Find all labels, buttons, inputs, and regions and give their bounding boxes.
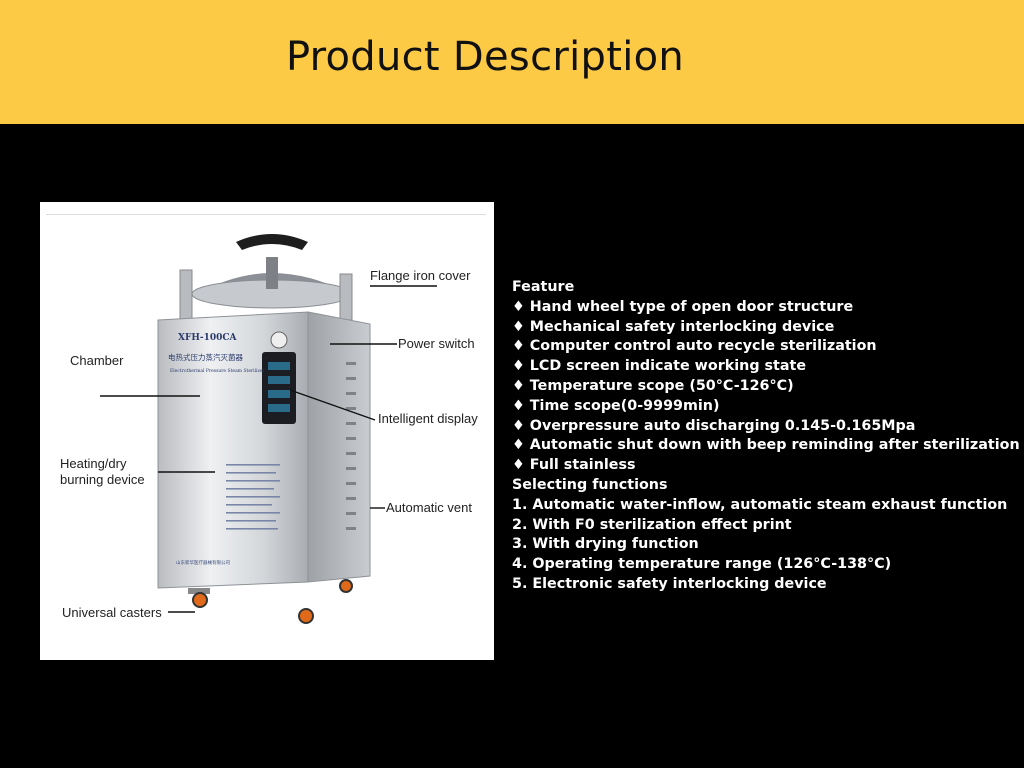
feature-item: ♦ Automatic shut down with beep remindin… — [512, 437, 1020, 454]
product-diagram: XFH-100CA 电热式压力蒸汽灭菌器 Electrothermal Pres… — [40, 202, 494, 660]
english-subtitle-text: Electrothermal Pressure Steam Sterilizer — [170, 368, 266, 374]
feature-item: ♦ Time scope(0-9999min) — [512, 397, 720, 414]
maker-text: 山东新华医疗器械有限公司 — [176, 559, 230, 566]
label-power-switch: Power switch — [398, 336, 475, 351]
feature-heading: Feature — [512, 279, 575, 295]
caster-wheel — [192, 592, 208, 608]
feature-list: Feature ♦ Hand wheel type of open door s… — [512, 278, 1020, 595]
feature-item: ♦ Computer control auto recycle steriliz… — [512, 338, 877, 355]
feature-item: ♦ Overpressure auto discharging 0.145-0.… — [512, 417, 916, 434]
sterilizer-illustration: XFH-100CA 电热式压力蒸汽灭菌器 Electrothermal Pres… — [46, 214, 486, 624]
chinese-title-text: 电热式压力蒸汽灭菌器 — [168, 352, 243, 362]
selecting-heading: Selecting functions — [512, 476, 668, 493]
selecting-item: 2. With F0 sterilization effect print — [512, 516, 792, 533]
selecting-item: 3. With drying function — [512, 536, 699, 553]
feature-item: ♦ Full stainless — [512, 457, 636, 474]
selecting-item: 4. Operating temperature range (126°C-13… — [512, 556, 892, 573]
selecting-item: 1. Automatic water-inflow, automatic ste… — [512, 496, 1008, 513]
label-universal-casters: Universal casters — [62, 605, 162, 620]
model-text: XFH-100CA — [178, 333, 238, 343]
label-chamber: Chamber — [70, 353, 124, 368]
label-flange-iron-cover: Flange iron cover — [370, 268, 471, 283]
label-intelligent-display: Intelligent display — [378, 411, 478, 426]
label-heating-line-2: burning device — [60, 472, 145, 487]
label-automatic-vent: Automatic vent — [386, 500, 472, 515]
title-banner: Product Description — [0, 0, 1024, 124]
feature-item: ♦ Mechanical safety interlocking device — [512, 318, 835, 335]
caster-wheel — [339, 579, 353, 593]
caster-wheel — [298, 608, 314, 624]
feature-item: ♦ Temperature scope (50°C-126°C) — [512, 377, 794, 394]
selecting-item: 5. Electronic safety interlocking device — [512, 575, 827, 592]
lid-arch — [198, 273, 350, 300]
page-title: Product Description — [285, 34, 685, 80]
feature-item: ♦ LCD screen indicate working state — [512, 358, 807, 375]
feature-item: ♦ Hand wheel type of open door structure — [512, 298, 854, 315]
hand-wheel — [236, 234, 308, 250]
label-heating-line-1: Heating/dry — [60, 456, 127, 471]
